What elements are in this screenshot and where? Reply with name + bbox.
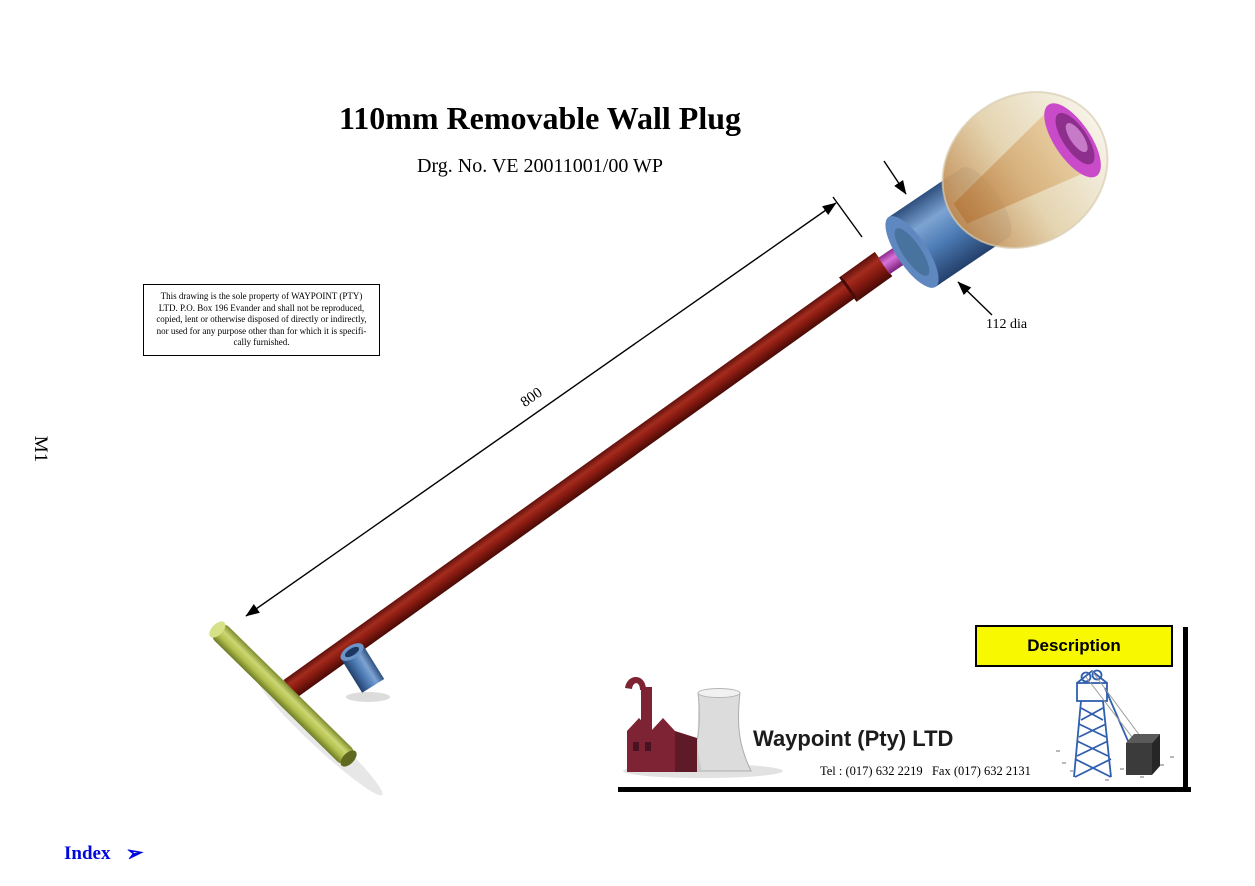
- title-block-horizontal-rule: [618, 787, 1191, 792]
- notice-line: This drawing is the sole property of WAY…: [160, 291, 363, 301]
- contact-info: Tel : (017) 632 2219 Fax (017) 632 2131: [820, 764, 1031, 778]
- diameter-label: 112 dia: [986, 317, 1028, 332]
- notice-line: cally furnished.: [233, 337, 290, 347]
- index-arrow-icon: ➢: [124, 839, 146, 867]
- wall-plug-rod: [283, 251, 893, 698]
- diameter-dimension: 112 dia: [957, 281, 1028, 332]
- notice-line: LTD. P.O. Box 196 Evander and shall not …: [158, 302, 365, 313]
- end-ring: [1044, 103, 1101, 178]
- headgear-illustration: [1056, 669, 1174, 781]
- index-label: Index: [64, 842, 111, 864]
- description-label: Description: [1027, 636, 1121, 655]
- index-link[interactable]: Index ➢: [64, 839, 146, 867]
- company-name: Waypoint (Pty) LTD: [753, 726, 954, 751]
- zone-label: M1: [30, 435, 51, 463]
- plug-bulb: [941, 91, 1109, 249]
- property-notice-box: This drawing is the sole property of WAY…: [143, 284, 380, 356]
- drawing-number: Drg. No. VE 20011001/00 WP: [417, 155, 663, 177]
- loose-bush: [340, 643, 385, 693]
- length-dimension: 800: [245, 196, 863, 617]
- notice-line: copied, lent or otherwise disposed of di…: [156, 314, 367, 324]
- title-block-vertical-rule: [1183, 627, 1188, 792]
- sleeve-pointer-arrow: [883, 160, 907, 195]
- factory-illustration: [623, 676, 783, 778]
- description-header: Description: [975, 625, 1173, 667]
- drawing-title: 110mm Removable Wall Plug: [338, 100, 742, 136]
- notice-line: nor used for any purpose other than for …: [156, 325, 367, 336]
- length-label: 800: [518, 385, 546, 411]
- t-handle: [209, 621, 357, 767]
